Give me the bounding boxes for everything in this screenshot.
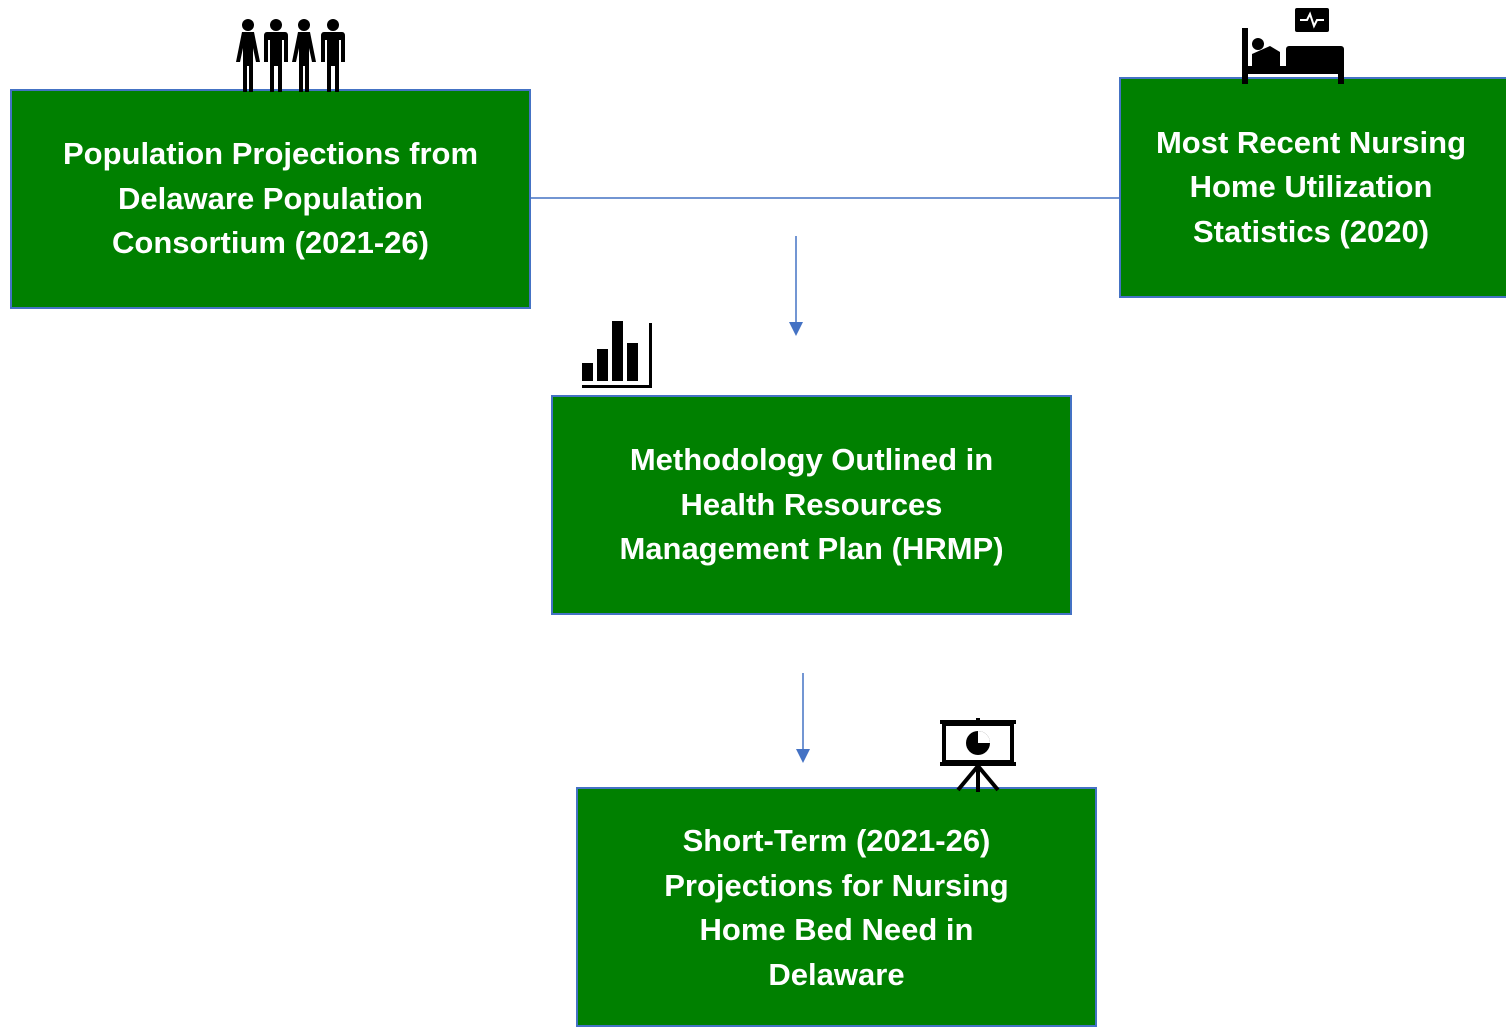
methodology-text: Methodology Outlined in Health Resources… <box>592 438 1032 572</box>
population-line-2: Delaware Population <box>118 180 423 216</box>
population-projections-text: Population Projections from Delaware Pop… <box>51 132 491 266</box>
nursing-home-utilization-text: Most Recent Nursing Home Utilization Sta… <box>1121 121 1501 255</box>
nursing-line-2: Home Utilization <box>1189 169 1433 205</box>
nursing-home-utilization-box: Most Recent Nursing Home Utilization Sta… <box>1119 77 1506 298</box>
methodology-line-1: Methodology Outlined in <box>629 442 994 478</box>
bed-need-projections-box: Short-Term (2021-26) Projections for Nur… <box>576 787 1097 1027</box>
nursing-line-1: Most Recent Nursing <box>1155 124 1467 160</box>
nursing-line-3: Statistics (2020) <box>1192 213 1430 249</box>
population-projections-box: Population Projections from Delaware Pop… <box>10 89 531 309</box>
methodology-line-3: Management Plan (HRMP) <box>619 531 1004 567</box>
people-icon <box>236 19 345 92</box>
methodology-line-2: Health Resources <box>680 486 943 522</box>
hospital-bed-icon <box>1242 8 1344 84</box>
bed-need-projections-text: Short-Term (2021-26) Projections for Nur… <box>617 789 1057 997</box>
projections-line-3: Home Bed Need in <box>699 912 974 947</box>
connectors-layer <box>531 197 1119 763</box>
projections-line-2: Projections for Nursing <box>664 867 1009 903</box>
methodology-box: Methodology Outlined in Health Resources… <box>551 395 1072 615</box>
projections-line-4: Delaware <box>768 956 905 992</box>
arrow-to-methodology-head <box>789 322 803 336</box>
population-line-3: Consortium (2021-26) <box>112 225 429 261</box>
bar-chart-icon <box>582 321 652 388</box>
presentation-icon <box>940 718 1016 792</box>
projections-line-1: Short-Term (2021-26) <box>682 823 991 858</box>
population-line-1: Population Projections from <box>62 136 479 172</box>
arrow-to-projections-head <box>796 749 810 763</box>
